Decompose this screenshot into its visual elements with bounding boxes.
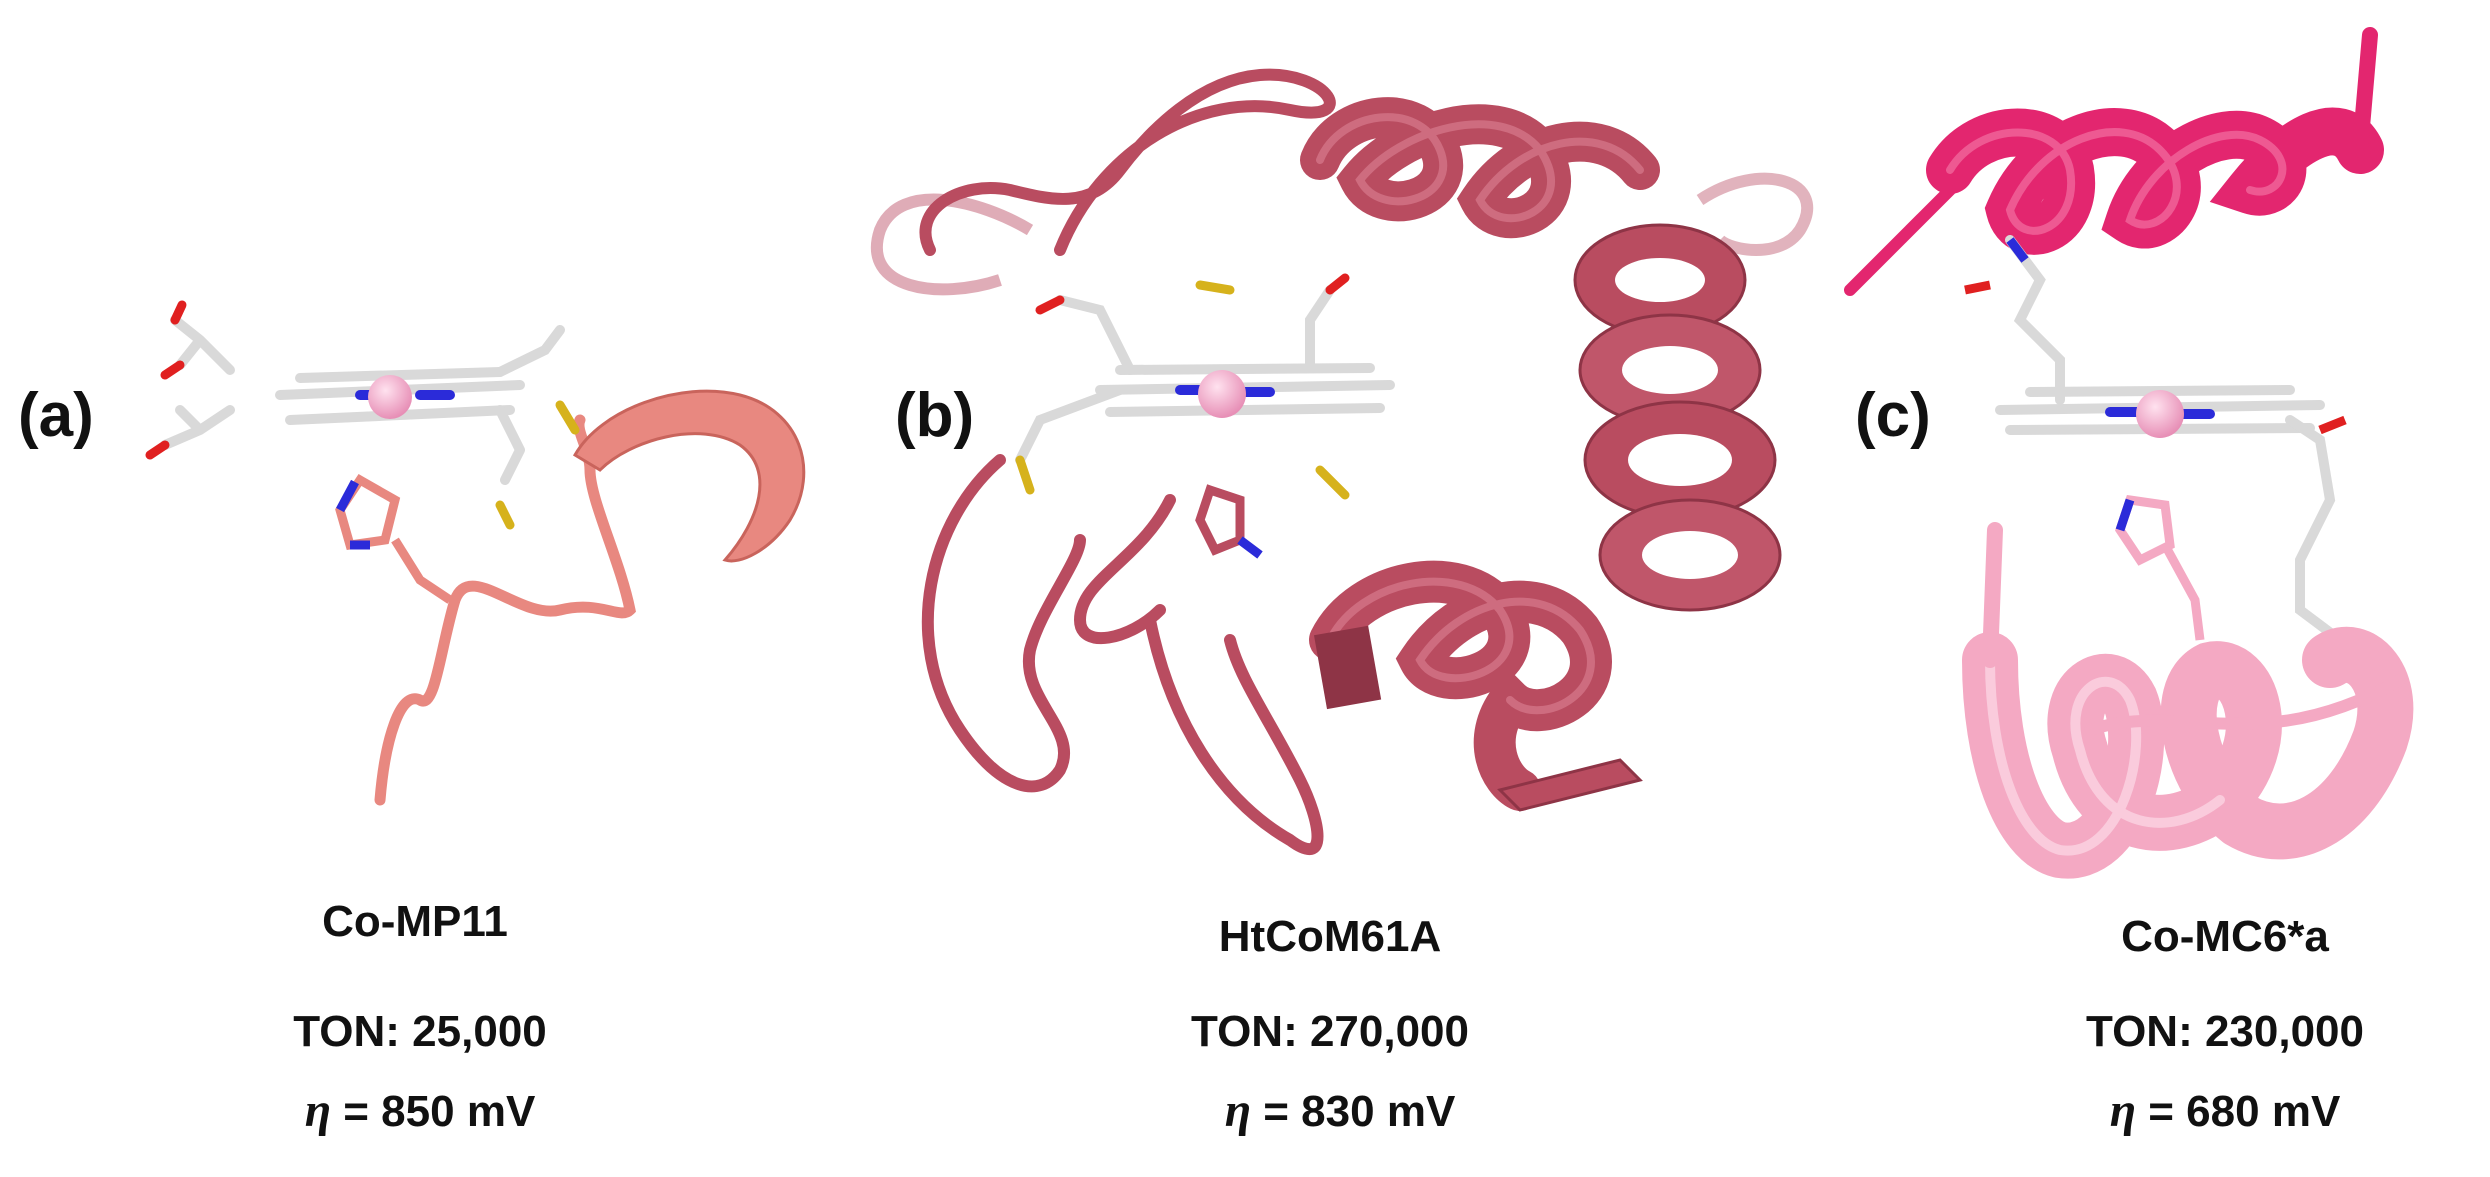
panel-a-eta-symbol: η [304,1084,332,1137]
panel-b-helix-bottom [1309,560,1643,812]
panel-c-compound-name: Co-MC6*a [2121,912,2329,961]
panel-c-overpotential: η = 680 mV [2110,1087,2341,1135]
panel-c-structure [1844,27,2414,879]
panel-b-coil-top [919,68,1336,256]
panel-b-label: (b) [895,381,975,450]
panel-b-coil-left [921,454,1086,793]
panel-b-structure [871,68,1813,856]
panel-a-structure [145,300,806,806]
panel-c-eta-symbol: η [2109,1084,2137,1137]
panel-c-eta-value: = 680 mV [2136,1087,2341,1136]
panel-b-cobalt-atom [1198,370,1246,418]
panel-b-helix-right [1573,223,1782,612]
panel-a-eta-value: = 850 mV [331,1087,536,1136]
panel-b-overpotential: η = 830 mV [1225,1087,1456,1135]
panel-a-compound-name: Co-MP11 [322,897,508,946]
panel-c-ton: TON: 230,000 [2085,1007,2365,1056]
panel-a-peptide-coil [374,414,636,806]
panel-b-helix-top [1300,97,1660,239]
panel-c-cobalt-atom [2136,390,2184,438]
panel-a-label: (a) [18,381,94,450]
panel-b-heme [1015,285,1395,465]
panel-b-ton: TON: 270,000 [1190,1007,1470,1056]
panel-a-cobalt-atom [368,375,412,419]
panel-c-label: (c) [1855,381,1931,450]
panel-b-compound-name: HtCoM61A [1218,912,1442,961]
panel-b-coil-bottom [1144,614,1324,856]
panel-a-ton: TON: 25,000 [293,1007,547,1056]
panel-b-eta-symbol: η [1224,1084,1252,1137]
panel-c-histidine [2115,495,2205,641]
panel-b-eta-value: = 830 mV [1251,1087,1456,1136]
panel-a-overpotential: η = 850 mV [305,1087,536,1135]
panel-a-ribbon [572,389,806,563]
panel-b-histidine [1195,484,1245,556]
panel-a-histidine [335,474,453,604]
